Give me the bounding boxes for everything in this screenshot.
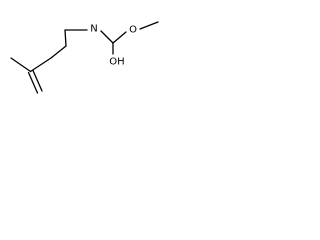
bond-n-to-carbonyl (100, 30, 114, 44)
bond-carbonyl-to-o (112, 31, 127, 44)
atom-label-hydroxyl: OH (109, 57, 124, 68)
bond-terminal-ch2-double-a (27, 71, 39, 94)
bond-methyl-branch (10, 57, 32, 73)
atom-label-ether-oxygen: O (129, 25, 137, 36)
atom-label-nitrogen: N (90, 24, 97, 35)
bond-terminal-ch2-double-b (32, 69, 43, 92)
bond-chain-2 (50, 45, 67, 59)
chemical-structure: N OH O (10, 21, 159, 94)
bond-chain-3 (64, 29, 67, 47)
bond-o-to-methyl (139, 21, 159, 30)
bond-chain-1 (29, 57, 52, 73)
